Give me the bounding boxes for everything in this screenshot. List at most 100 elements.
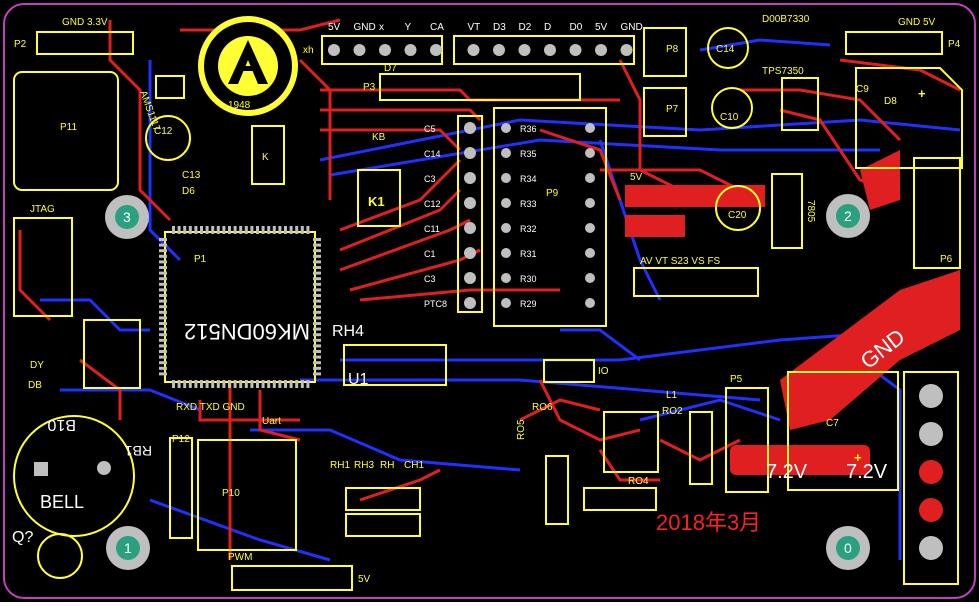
p7-label: P7 — [666, 104, 679, 115]
header-pin-pad — [518, 44, 531, 56]
sensor-pins-label: AV VT S23 VS FS — [640, 256, 721, 267]
chip-pin — [313, 288, 321, 292]
chip-pin — [222, 226, 226, 234]
d8-outline — [855, 67, 963, 169]
chip-pin — [200, 380, 203, 388]
c10-label: C10 — [720, 112, 739, 123]
c7-label: C7 — [826, 418, 839, 429]
jtag-label: JTAG — [30, 204, 55, 215]
chip-pin — [211, 380, 215, 388]
chip-pin — [306, 226, 310, 234]
chip-pin — [159, 344, 167, 348]
p8-connector — [643, 27, 687, 77]
5v-label: 5V — [630, 172, 643, 183]
cap-pad — [464, 122, 476, 134]
bell-label: BELL — [40, 492, 84, 512]
header-pin-label: x — [379, 22, 384, 33]
p11-label: P11 — [60, 122, 77, 133]
header-pin-pad — [430, 44, 442, 56]
c14-label: C14 — [716, 44, 735, 55]
p12-column — [169, 437, 193, 539]
chip-pin — [159, 299, 167, 303]
p5-label: P5 — [730, 374, 743, 385]
p6-label: P6 — [940, 254, 953, 265]
c20-label: C20 — [728, 210, 747, 221]
header-pin-pad — [404, 44, 417, 56]
c20-capacitor — [715, 185, 761, 231]
dy-label: DY — [30, 360, 44, 371]
tps-package — [781, 77, 819, 131]
chip-pin — [313, 338, 321, 342]
d7-label: D7 — [384, 63, 397, 74]
chip-pin — [159, 310, 167, 314]
chip-pin — [159, 355, 167, 359]
resistor-pad — [501, 173, 511, 183]
resistor-label: R35 — [520, 149, 537, 159]
gnd-3v-label: GND 3.3V — [62, 17, 108, 28]
bell-pad — [34, 462, 48, 476]
header-pin-pad — [569, 44, 582, 56]
k-label: K — [262, 152, 269, 163]
resistor-label: R30 — [520, 274, 537, 284]
chip-pin — [228, 380, 231, 388]
battery-pad — [919, 498, 943, 522]
chip-part-label: MK60DN512 — [184, 319, 310, 344]
chip-pin — [239, 226, 243, 234]
resistor-pad — [501, 148, 511, 158]
header-pin-label: D — [544, 22, 551, 33]
u1-label: U1 — [348, 371, 369, 388]
c12-capacitor — [145, 115, 191, 161]
gnd-copper-pour — [625, 150, 960, 475]
chip-pin — [228, 226, 231, 234]
chip-pin — [177, 226, 181, 234]
b10-label: B10 — [47, 416, 76, 433]
capacitor-column: C5C14C3C12C11C1C3PTC8R36R35R34R33R32R31R… — [424, 115, 595, 313]
mount-hole-label: 0 — [844, 540, 852, 556]
5v-pwm-label: 5V — [358, 574, 371, 585]
cap-pad — [464, 147, 476, 159]
chip-pin — [216, 380, 220, 388]
mcu-pads — [159, 226, 321, 388]
chip-pin — [313, 372, 321, 376]
p7-connector — [643, 87, 687, 137]
header-pin-pad — [379, 44, 391, 56]
chip-pin — [233, 380, 237, 388]
chip-pin — [313, 243, 321, 247]
chip-pin — [188, 380, 192, 388]
chip-pin — [313, 282, 321, 286]
resistor-pad — [585, 173, 595, 183]
chip-pin — [313, 350, 321, 353]
io-label: IO — [598, 366, 609, 377]
p4-connector — [845, 31, 943, 55]
chip-pin — [194, 380, 198, 388]
chip-pin — [313, 294, 321, 297]
chip-pin — [159, 243, 167, 247]
uart-label: Uart — [262, 416, 281, 427]
header-pin-label: D0 — [570, 22, 583, 33]
p2-label: P2 — [14, 39, 27, 50]
battery-pad — [919, 422, 943, 446]
jtag-connector — [13, 217, 73, 317]
chip-pin — [300, 226, 304, 234]
p2-sensor-connector — [633, 267, 759, 297]
resistor-pad — [501, 273, 511, 283]
mount-hole-center — [116, 536, 140, 560]
d8-plus-icon: + — [918, 86, 926, 101]
battery-pad — [919, 536, 943, 560]
chip-pin — [313, 305, 321, 309]
resistor-label: R31 — [520, 249, 537, 259]
chip-pin — [159, 333, 167, 337]
chip-pin — [159, 322, 167, 325]
chip-pin — [313, 310, 321, 314]
db-label: DB — [28, 380, 42, 391]
cap-pad — [464, 247, 476, 259]
p11-connector — [13, 71, 119, 191]
resistor-pad — [585, 223, 595, 233]
chip-pin — [313, 333, 321, 337]
cap-label: C5 — [424, 124, 436, 134]
chip-pin — [313, 361, 321, 365]
chip-pin — [306, 380, 310, 388]
